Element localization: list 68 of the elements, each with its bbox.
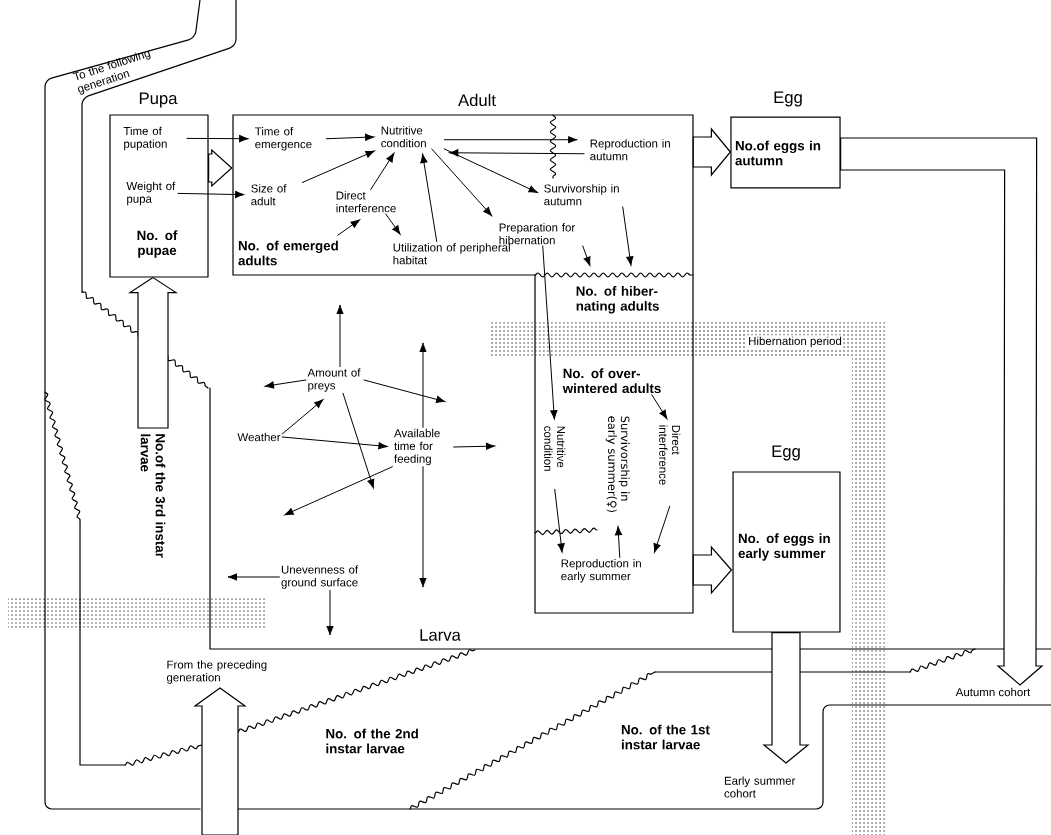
arrow (419, 466, 427, 588)
factor-label: Reproduction in autumn (590, 139, 670, 161)
factor-label: Survivorship in early summer(♀) (605, 416, 630, 512)
count-label: No. of eggs in early summer (738, 533, 830, 561)
arrow (651, 394, 668, 420)
stage-heading: Larva (420, 629, 461, 641)
arrow (186, 135, 249, 143)
arrow (336, 304, 344, 368)
factor-label: Direct interference (659, 425, 681, 485)
arrow (177, 190, 245, 199)
arrow (325, 133, 375, 141)
factor-label: Weight of pupa (126, 181, 176, 206)
arrow (227, 573, 280, 581)
arrow (363, 379, 446, 404)
band-label: Hibernation period (746, 335, 844, 349)
arrow (281, 436, 388, 450)
arrow (281, 399, 324, 435)
factor-label: Size of adult (251, 184, 287, 206)
count-label: No.of eggs in autumn (735, 140, 821, 166)
factor-label: Preparation for hibernation (499, 223, 575, 245)
factor-label: Amount of preys (307, 368, 361, 392)
arrow (582, 245, 591, 266)
wide-arrow (840, 137, 1044, 686)
count-label: No. of over- wintered adults (562, 368, 661, 394)
arrow (542, 245, 558, 420)
arrow (443, 136, 578, 144)
factor-label: Available time for feeding (394, 428, 440, 466)
count-label: No. of emerged adults (238, 240, 338, 266)
arrow (301, 150, 375, 183)
factor-label: Unevenness of ground surface (281, 565, 359, 589)
arrow (622, 206, 634, 266)
stage-heading: Egg (772, 445, 800, 461)
stage-heading: Adult (458, 93, 496, 107)
arrow (419, 342, 427, 428)
arrow (264, 379, 307, 389)
count-label: No. of the 1st instar larvae (621, 724, 710, 750)
arrow (614, 526, 623, 558)
stage-heading: Pupa (139, 92, 178, 108)
count-label: No.of the 3rd instar larvae (140, 434, 166, 558)
arrow (554, 488, 565, 553)
factor-label: Nutritive condition (381, 126, 426, 148)
arrow (431, 148, 493, 216)
flow-label: From the preceding generation (166, 660, 267, 684)
arrow (342, 392, 375, 489)
factor-label: Survivorship in autumn (544, 184, 619, 206)
factor-label: Direct interference (336, 191, 396, 213)
arrow (449, 149, 585, 157)
factor-label: Utilization of peripheral habitat (393, 243, 510, 265)
factor-label: Time of pupation (123, 126, 167, 151)
arrow (385, 213, 401, 235)
count-label: No. of pupae (137, 230, 178, 258)
factor-label: Time of emergence (255, 127, 312, 151)
arrow (443, 148, 538, 193)
cohort-label: Autumn cohort (955, 687, 1031, 697)
arrow (453, 442, 496, 450)
arrow (284, 466, 393, 516)
cohort-label: Early summer cohort (724, 776, 796, 798)
arrow (653, 505, 671, 553)
factor-label: Weather (237, 432, 281, 442)
count-label: No. of the 2nd instar larvae (326, 728, 418, 754)
arrow (370, 153, 395, 190)
arrow (326, 589, 334, 636)
arrow (420, 153, 438, 242)
arrow (337, 219, 360, 236)
factor-label: Reproduction in early summer (561, 559, 641, 583)
count-label: No. of hiber- nating adults (576, 286, 659, 314)
stage-heading: Egg (774, 91, 802, 107)
factor-label: Nutritive condition (544, 426, 566, 471)
